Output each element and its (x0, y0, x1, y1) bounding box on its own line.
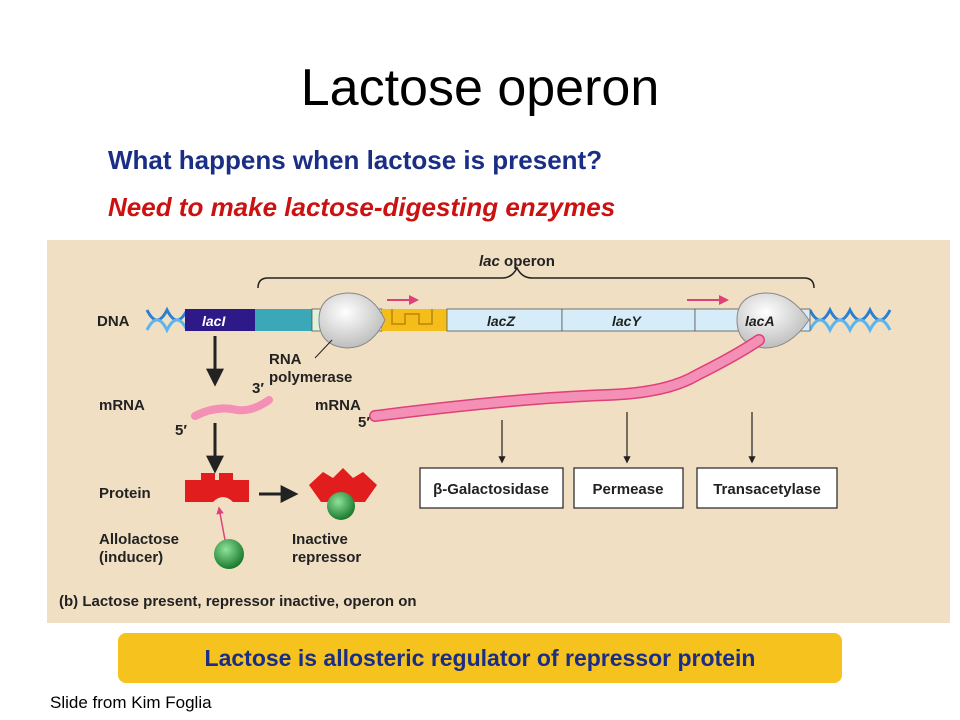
bound-inducer-icon (327, 492, 355, 520)
rna-polymerase-label-line1: RNA (269, 351, 302, 368)
operon-label-italic: lac (479, 253, 501, 270)
enzyme-box-permease (573, 467, 684, 509)
operon-label: lac operon (479, 253, 555, 270)
inducer-binding-arrow (216, 506, 226, 541)
lac-operon-mrna-strand-fill (370, 335, 764, 421)
operon-brace (257, 266, 815, 289)
enzyme-box-galactosidase (419, 467, 564, 509)
rna-polymerase-promoter-icon (318, 292, 386, 349)
protein-label: Protein (99, 485, 151, 502)
allolactose-label-line2: (inducer) (99, 549, 163, 566)
allolactose-label-line1: Allolactose (99, 531, 179, 548)
five-prime-label-right: 5′ (358, 414, 370, 431)
enzyme-box-transacetylase (696, 467, 838, 509)
lac-operon-diagram: lac operon DNA lacI lacZ lacY lacA RNA p… (47, 240, 950, 623)
rna-polymerase-pointer (314, 339, 333, 359)
laci-label: lacI (202, 313, 226, 329)
question-text: What happens when lactose is present? (108, 145, 603, 175)
enzyme-label-transacetylase: Transacetylase (713, 481, 821, 498)
mrna-label-right: mRNA (315, 397, 361, 414)
slide-title: Lactose operon (300, 59, 660, 117)
slide-credit: Slide from Kim Foglia (50, 693, 212, 712)
laci-mrna-strand (191, 396, 273, 420)
mrna-label-left: mRNA (99, 397, 145, 414)
repressor-protein-icon (185, 473, 249, 502)
dna-helix-left (145, 306, 189, 334)
three-prime-label: 3′ (252, 380, 264, 397)
inactive-repressor-label-line1: Inactive (292, 531, 348, 548)
laca-label: lacA (745, 313, 775, 329)
answer-text: Need to make lactose-digesting enzymes (108, 192, 616, 222)
lacy-label: lacY (612, 313, 642, 329)
enzyme-label-galactosidase: β-Galactosidase (433, 481, 549, 498)
laci-gene (185, 309, 255, 331)
enzyme-label-permease: Permease (593, 481, 664, 498)
dna-label: DNA (97, 313, 130, 330)
five-prime-label-left: 5′ (175, 422, 187, 439)
operon-label-rest: operon (500, 253, 555, 270)
key-point-callout: Lactose is allosteric regulator of repre… (118, 633, 842, 683)
lacz-label: lacZ (487, 313, 515, 329)
promoter-region (255, 309, 312, 331)
allolactose-icon (214, 539, 244, 569)
figure-caption: (b) Lactose present, repressor inactive,… (59, 593, 417, 610)
operator-bind-site (382, 309, 447, 331)
dna-helix-right (808, 306, 892, 334)
inactive-repressor-icon (309, 468, 377, 502)
inactive-repressor-label-line2: repressor (292, 549, 361, 566)
rna-polymerase-label-line2: polymerase (269, 369, 352, 386)
figure-panel (47, 240, 950, 623)
operator-notches (391, 309, 433, 325)
